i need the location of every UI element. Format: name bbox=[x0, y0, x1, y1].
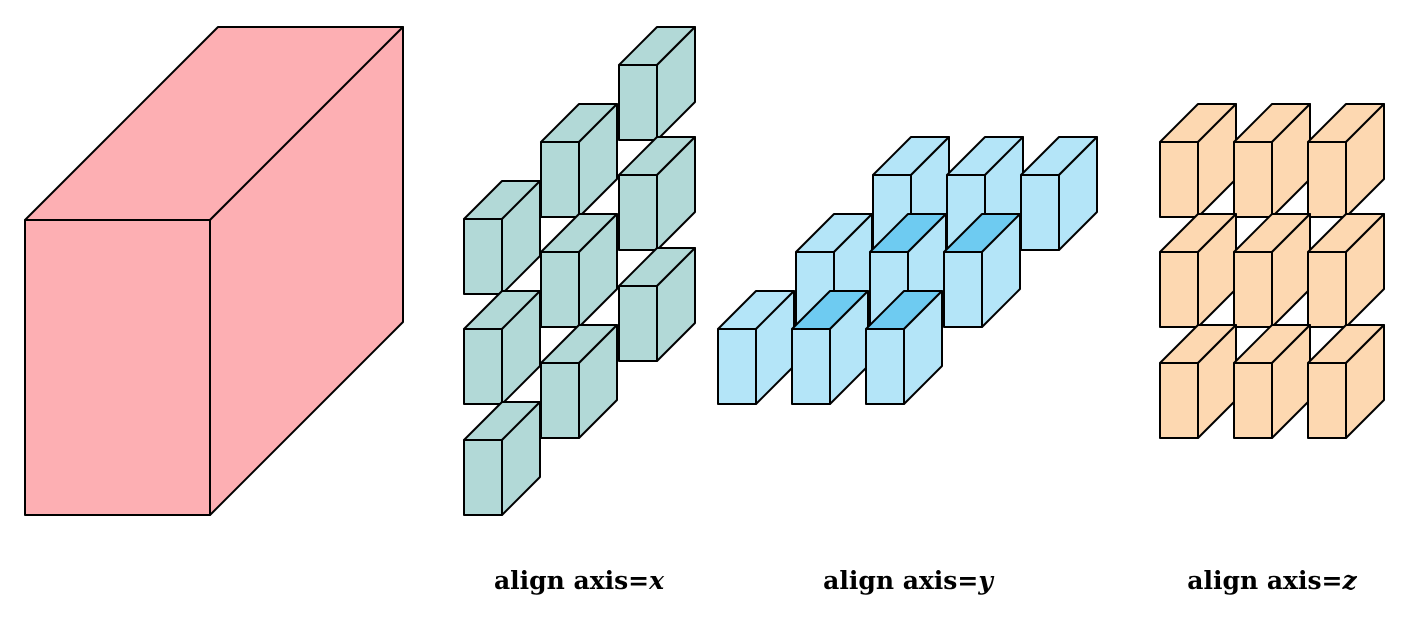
y-cube-7-front-face bbox=[717, 328, 757, 405]
big-block-front-face bbox=[24, 219, 211, 516]
y-cube-3 bbox=[1020, 136, 1098, 251]
x-cube-5-front-face bbox=[540, 251, 580, 328]
x-cube-8 bbox=[463, 290, 541, 405]
x-cube-1-front-face bbox=[618, 64, 658, 141]
x-cube-2-front-face bbox=[618, 174, 658, 251]
x-cube-7 bbox=[463, 180, 541, 295]
y-cube-9 bbox=[865, 290, 943, 405]
x-cube-7-front-face bbox=[463, 218, 503, 295]
x-cube-1 bbox=[618, 26, 696, 141]
x-cube-4-front-face bbox=[540, 141, 580, 218]
align-x-cube-group bbox=[463, 26, 696, 516]
z-cube-5-front-face bbox=[1233, 251, 1273, 328]
z-cube-7 bbox=[1159, 324, 1237, 439]
z-cube-4-front-face bbox=[1159, 251, 1199, 328]
x-cube-4 bbox=[540, 103, 618, 218]
caption-align-x-variable: x bbox=[649, 566, 665, 595]
caption-align-z-variable: z bbox=[1342, 566, 1357, 595]
y-cube-3-front-face bbox=[1020, 174, 1060, 251]
align-z-cube-group bbox=[1159, 103, 1385, 439]
y-cube-6 bbox=[943, 213, 1021, 328]
x-cube-6-front-face bbox=[540, 362, 580, 439]
z-cube-9-front-face bbox=[1307, 362, 1347, 439]
z-cube-2-front-face bbox=[1233, 141, 1273, 218]
x-cube-3-front-face bbox=[618, 285, 658, 362]
z-cube-1 bbox=[1159, 103, 1237, 218]
y-cube-7 bbox=[717, 290, 795, 405]
align-y-cube-group bbox=[717, 136, 1098, 405]
x-cube-3 bbox=[618, 247, 696, 362]
caption-align-y: align axis=y bbox=[823, 566, 993, 606]
z-cube-6 bbox=[1307, 213, 1385, 328]
x-cube-9 bbox=[463, 401, 541, 516]
z-cube-9 bbox=[1307, 324, 1385, 439]
z-cube-3-front-face bbox=[1307, 141, 1347, 218]
z-cube-8-front-face bbox=[1233, 362, 1273, 439]
x-cube-6 bbox=[540, 324, 618, 439]
z-cube-8 bbox=[1233, 324, 1311, 439]
caption-align-z-prefix: align axis= bbox=[1187, 566, 1343, 595]
source-volume-block bbox=[24, 26, 404, 516]
z-cube-4 bbox=[1159, 213, 1237, 328]
y-cube-8-front-face bbox=[791, 328, 831, 405]
z-cube-6-front-face bbox=[1307, 251, 1347, 328]
caption-align-y-prefix: align axis= bbox=[823, 566, 979, 595]
x-cube-5 bbox=[540, 213, 618, 328]
z-cube-5 bbox=[1233, 213, 1311, 328]
y-cube-6-front-face bbox=[943, 251, 983, 328]
x-cube-9-front-face bbox=[463, 439, 503, 516]
z-cube-3 bbox=[1307, 103, 1385, 218]
caption-align-x-prefix: align axis= bbox=[493, 566, 650, 595]
z-cube-1-front-face bbox=[1159, 141, 1199, 218]
z-cube-7-front-face bbox=[1159, 362, 1199, 439]
big-block bbox=[24, 26, 404, 516]
caption-align-z: align axis=z bbox=[1187, 566, 1356, 606]
caption-align-x: align axis=x bbox=[494, 566, 664, 606]
y-cube-9-front-face bbox=[865, 328, 905, 405]
caption-align-y-variable: y bbox=[978, 566, 993, 595]
z-cube-2 bbox=[1233, 103, 1311, 218]
x-cube-2 bbox=[618, 136, 696, 251]
y-cube-8 bbox=[791, 290, 869, 405]
x-cube-8-front-face bbox=[463, 328, 503, 405]
